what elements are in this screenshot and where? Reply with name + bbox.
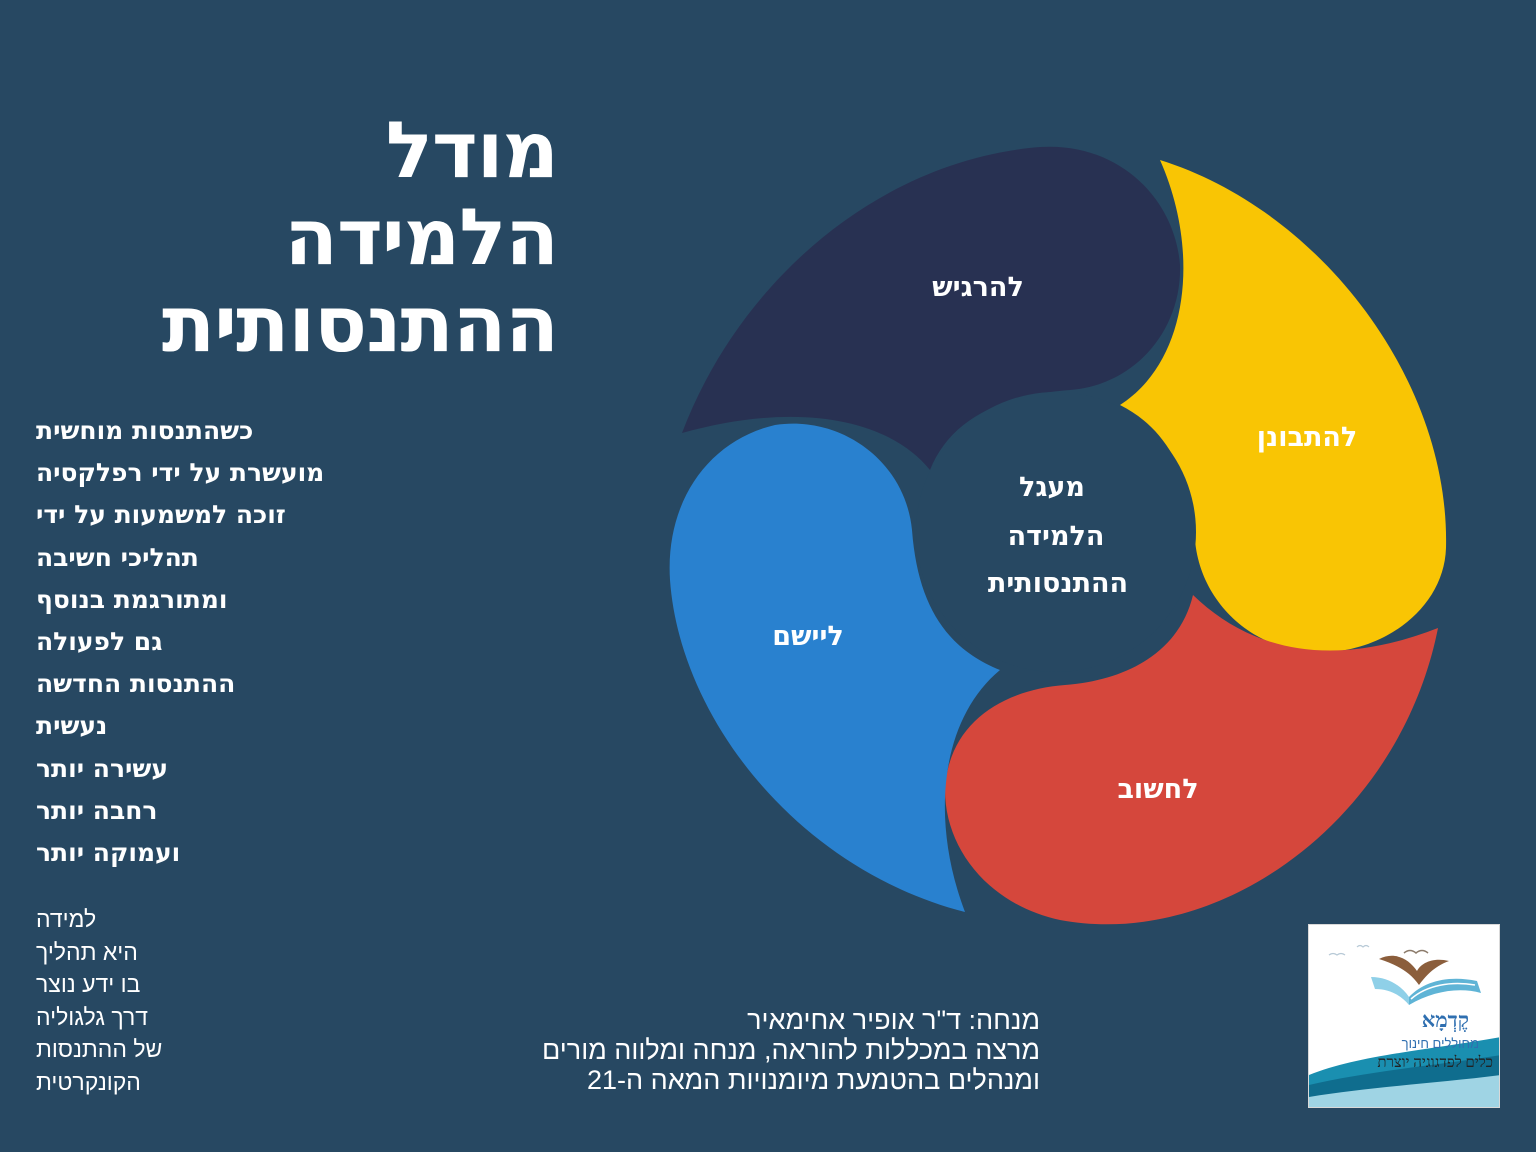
definition-line: בו ידע נוצר	[36, 971, 141, 997]
definition-text: למידה היא תהליך בו ידע נוצר דרך גלגוליה …	[36, 903, 296, 1098]
segment-label-reflect: להתבונן	[1257, 422, 1358, 453]
segment-label-feel: להרגיש	[932, 272, 1024, 303]
credit-line: מרצה במכללות להוראה, מנחה ומלווה מורים	[542, 1035, 1040, 1065]
definition-line: למידה	[36, 906, 97, 932]
description-line: נעשית	[36, 711, 108, 741]
segment-label-apply: ליישם	[772, 621, 844, 652]
definition-line: של ההתנסות	[36, 1036, 163, 1062]
definition-line: היא תהליך	[36, 938, 138, 965]
description-line: גם לפעולה	[36, 627, 163, 657]
description-text: כשהתנסות מוחשית מועשרת על ידי רפלקסיה זו…	[36, 410, 506, 874]
page-title: מודל הלמידה ההתנסותית	[30, 106, 559, 370]
center-label-line-1: מעגל	[1019, 472, 1085, 503]
logo-tagline-1: מחוללים חינוך	[1401, 1036, 1479, 1051]
center-label-line-2: הלמידה	[1008, 521, 1105, 552]
title-line-3: ההתנסותית	[161, 280, 559, 370]
presenter-credit: מנחה: ד"ר אופיר אחימאיר מרצה במכללות להו…	[280, 1005, 1040, 1095]
credit-line: ומנהלים בהטמעת מיומנויות המאה ה-21	[586, 1065, 1040, 1095]
description-line: כשהתנסות מוחשית	[36, 416, 254, 445]
description-line: ועמוקה יותר	[36, 838, 181, 868]
logo-tagline-2: כלים לפדגוגיה יוצרת	[1377, 1055, 1493, 1071]
logo-name: קֶדְמָא	[1421, 1007, 1469, 1032]
segment-feel	[682, 146, 1181, 470]
center-circle	[916, 392, 1196, 672]
description-line: תהליכי חשיבה	[36, 542, 199, 572]
description-line: עשירה יותר	[36, 753, 168, 783]
segment-reflect	[1120, 160, 1447, 653]
segment-label-think: לחשוב	[1117, 774, 1198, 805]
description-line: ההתנסות החדשה	[36, 669, 236, 699]
credit-line: מנחה: ד"ר אופיר אחימאיר	[747, 1005, 1040, 1035]
kedma-logo: קֶדְמָא מחוללים חינוך כלים לפדגוגיה יוצר…	[1308, 924, 1500, 1108]
description-line: רחבה יותר	[36, 795, 158, 825]
logo-book-bird-icon	[1309, 944, 1499, 1107]
title-line-2: הלמידה	[284, 193, 559, 283]
description-line: מועשרת על ידי רפלקסיה	[36, 458, 325, 488]
description-line: זוכה למשמעות על ידי	[36, 500, 286, 530]
definition-line: הקונקרטית	[36, 1068, 141, 1095]
segment-think	[945, 595, 1438, 925]
definition-line: דרך גלגוליה	[36, 1003, 148, 1030]
segment-apply	[669, 423, 1000, 912]
description-line: ומתורגמת בנוסף	[36, 584, 228, 614]
title-line-1: מודל	[385, 106, 559, 196]
center-label-line-3: ההתנסותית	[988, 568, 1128, 599]
